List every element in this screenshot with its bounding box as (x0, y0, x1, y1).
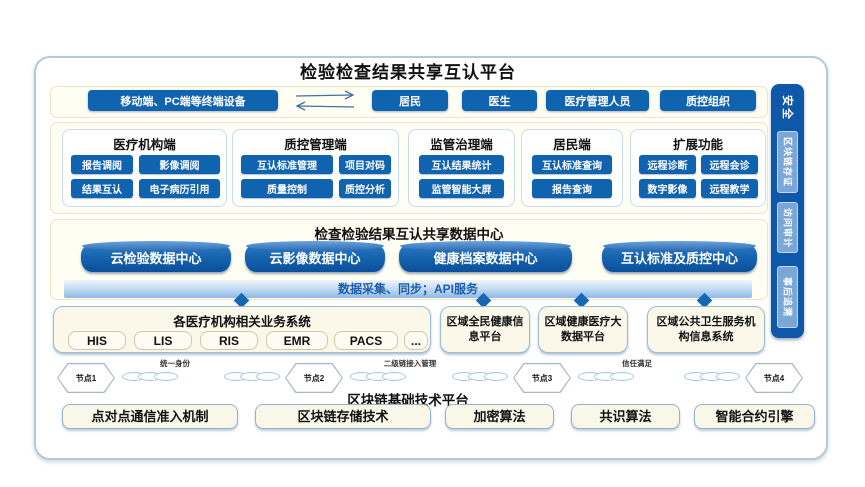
btn-recognition-stats: 互认结果统计 (419, 155, 504, 174)
blockchain-node-1: 节点1 (57, 363, 115, 393)
panel-title: 扩展功能 (672, 138, 723, 152)
chain-links-icon (350, 372, 508, 381)
cylinder-lab-datacenter: 云检验数据中心 (81, 241, 231, 272)
btn-digital-imaging: 数字影像 (639, 179, 696, 198)
cylinder-imaging-datacenter: 云影像数据中心 (245, 241, 385, 272)
security-label: 安全 (780, 95, 793, 121)
node-label: 节点2 (303, 373, 325, 383)
btn-smart-screen: 监管智能大屏 (419, 179, 504, 198)
system-emr: EMR (266, 331, 328, 350)
component-p2p-access: 点对点通信准入机制 (62, 404, 238, 429)
btn-remote-teaching: 远程教学 (701, 179, 758, 198)
chain-links-icon (122, 372, 280, 381)
security-item-label: 区块链存证 (782, 136, 792, 188)
regional-health-info-platform: 区域全民健康信息平台 (440, 306, 530, 353)
blockchain-node-3: 节点3 (513, 363, 571, 393)
platform-title: 检验检查结果共享互认平台 (300, 63, 516, 82)
security-item-label: 事后追溯 (782, 276, 792, 318)
cylinder-standard-qc-center: 互认标准及质控中心 (602, 241, 757, 272)
btn-report-view: 报告调阅 (71, 155, 133, 174)
system-ris: RIS (200, 331, 258, 350)
security-sidebar-title: 安全 (771, 94, 804, 122)
component-smart-contract: 智能合约引擎 (694, 404, 815, 429)
api-service-banner: 数据采集、同步；API服务 (64, 280, 752, 298)
system-his: HIS (68, 331, 126, 350)
node-label: 节点3 (531, 373, 553, 383)
blockchain-node-4: 节点4 (745, 363, 803, 393)
cylinder-health-record-datacenter: 健康档案数据中心 (399, 241, 572, 272)
system-lis: LIS (134, 331, 192, 350)
terminal-devices-box: 移动端、PC端等终端设备 (88, 90, 278, 111)
chain-label-trust: 信任满足 (622, 359, 652, 368)
btn-emr-reference: 电子病历引用 (139, 179, 220, 198)
chain-label-identity: 统一身份 (160, 359, 190, 368)
blockchain-node-2: 节点2 (285, 363, 343, 393)
btn-project-code: 项目对码 (339, 155, 391, 174)
node-label: 节点1 (75, 373, 97, 383)
btn-standard-query: 互认标准查询 (532, 155, 612, 174)
regional-bigdata-platform: 区域健康医疗大数据平台 (538, 306, 628, 353)
datacenter-title: 检查检验结果互认共享数据中心 (314, 227, 504, 242)
system-pacs: PACS (334, 331, 398, 350)
role-resident: 居民 (372, 90, 448, 111)
security-item-access-audit: 访问审计 (777, 202, 798, 253)
btn-remote-diagnosis: 远程诊断 (639, 155, 696, 174)
role-doctor: 医生 (462, 90, 537, 111)
exchange-arrows-icon (295, 90, 355, 111)
security-sidebar: 安全 区块链存证 访问审计 事后追溯 (771, 84, 804, 338)
panel-title: 质控管理端 (284, 138, 347, 152)
system-more: ... (404, 331, 428, 350)
btn-qc-analysis: 质控分析 (339, 179, 391, 198)
role-qc-organization: 质控组织 (660, 90, 756, 111)
cylinder-label: 健康档案数据中心 (433, 251, 538, 266)
btn-standard-mgmt: 互认标准管理 (241, 155, 333, 174)
btn-report-query: 报告查询 (532, 179, 612, 198)
panel-qc-management: 质控管理端 互认标准管理 项目对码 质量控制 质控分析 (232, 129, 399, 207)
cylinder-label: 云检验数据中心 (110, 251, 202, 266)
component-encryption: 加密算法 (445, 404, 554, 429)
panel-title: 医疗机构端 (113, 138, 176, 152)
btn-image-view: 影像调阅 (139, 155, 220, 174)
chain-links-icon (578, 372, 740, 381)
regional-public-health-system: 区域公共卫生服务机构信息系统 (647, 306, 765, 353)
hospital-systems-box: 各医疗机构相关业务系统 HIS LIS RIS EMR PACS ... (53, 306, 431, 353)
security-item-traceability: 事后追溯 (777, 266, 798, 328)
cylinder-label: 互认标准及质控中心 (620, 251, 738, 266)
chain-label-secondary-access: 二级链接入管理 (383, 359, 437, 368)
panel-extended-functions: 扩展功能 远程诊断 远程会诊 数字影像 远程教学 (630, 129, 766, 207)
panel-resident: 居民端 互认标准查询 报告查询 (521, 129, 623, 207)
node-label: 节点4 (763, 373, 785, 383)
component-storage-tech: 区块链存储技术 (255, 404, 431, 429)
role-medical-manager: 医疗管理人员 (546, 90, 649, 111)
cylinder-label: 云影像数据中心 (269, 251, 361, 266)
hospital-systems-title: 各医疗机构相关业务系统 (173, 315, 311, 329)
security-item-label: 访问审计 (782, 207, 792, 248)
panel-title: 监管治理端 (430, 138, 493, 152)
btn-remote-consult: 远程会诊 (701, 155, 758, 174)
btn-quality-control: 质量控制 (241, 179, 333, 198)
security-item-blockchain-evidence: 区块链存证 (777, 131, 798, 193)
btn-result-recognition: 结果互认 (71, 179, 133, 198)
panel-supervision: 监管治理端 互认结果统计 监管智能大屏 (408, 129, 515, 207)
component-consensus: 共识算法 (571, 404, 680, 429)
panel-title: 居民端 (553, 138, 591, 152)
panel-medical-institution: 医疗机构端 报告调阅 影像调阅 结果互认 电子病历引用 (62, 129, 227, 207)
